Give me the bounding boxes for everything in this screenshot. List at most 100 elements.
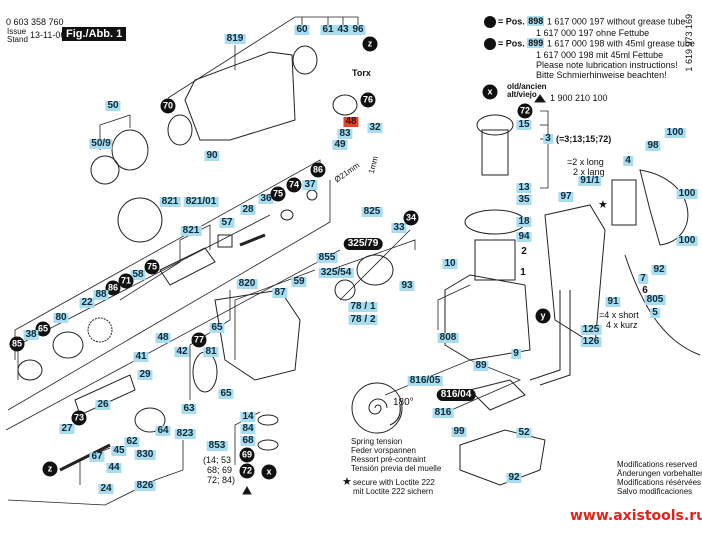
part-label-29[interactable]: 29	[137, 369, 153, 380]
part-label-72[interactable]: 72	[239, 463, 255, 479]
part-label-826[interactable]: 826	[134, 480, 156, 491]
part-label-50[interactable]: 50	[105, 100, 121, 111]
part-label-34[interactable]: 34	[403, 210, 419, 226]
part-label-15[interactable]: 15	[516, 119, 532, 130]
part-label-80[interactable]: 80	[53, 312, 69, 323]
part-label-67[interactable]: 67	[89, 451, 105, 462]
part-label-38[interactable]: 38	[23, 329, 39, 340]
part-label-4[interactable]: 4	[623, 155, 633, 166]
part-label-27[interactable]: 27	[59, 423, 75, 434]
part-label-819[interactable]: 819	[224, 33, 246, 44]
part-label-72[interactable]: 72	[517, 103, 533, 119]
part-label-36[interactable]: 36	[258, 193, 274, 204]
part-label-88[interactable]: 88	[93, 289, 109, 300]
part-label-24[interactable]: 24	[98, 483, 114, 494]
part-label-89[interactable]: 89	[473, 360, 489, 371]
part-label-78-2[interactable]: 78 / 2	[348, 314, 378, 325]
part-label-94[interactable]: 94	[516, 231, 532, 242]
part-label-68[interactable]: 68	[240, 435, 256, 446]
part-label-x[interactable]: x	[482, 84, 498, 100]
part-label-853[interactable]: 853	[206, 440, 228, 451]
part-label-86[interactable]: 86	[105, 280, 121, 296]
part-label-18[interactable]: 18	[516, 216, 532, 227]
part-label-808[interactable]: 808	[437, 332, 459, 343]
part-label-52[interactable]: 52	[516, 427, 532, 438]
part-label-825[interactable]: 825	[361, 206, 383, 217]
part-label-57[interactable]: 57	[219, 217, 235, 228]
part-label-96[interactable]: 96	[350, 24, 366, 35]
part-label-45[interactable]: 45	[111, 445, 127, 456]
part-label-33[interactable]: 33	[391, 222, 407, 233]
part-label-100[interactable]: 100	[676, 188, 698, 199]
part-label-41[interactable]: 41	[133, 351, 149, 362]
part-label-48[interactable]: 48	[343, 116, 359, 127]
part-label-91-1[interactable]: 91/1	[578, 175, 602, 186]
part-label-816[interactable]: 816	[432, 407, 454, 418]
part-label-86[interactable]: 86	[310, 162, 326, 178]
part-label-81[interactable]: 81	[203, 346, 219, 357]
part-label-74[interactable]: 74	[286, 177, 302, 193]
part-label-44[interactable]: 44	[106, 462, 122, 473]
part-label-48[interactable]: 48	[155, 332, 171, 343]
part-label-50-9[interactable]: 50/9	[89, 138, 113, 149]
part-label-64[interactable]: 64	[155, 425, 171, 436]
part-label-99[interactable]: 99	[451, 426, 467, 437]
part-label-90[interactable]: 90	[204, 150, 220, 161]
part-label-97[interactable]: 97	[558, 191, 574, 202]
part-label-5[interactable]: 5	[650, 307, 660, 318]
part-label-84[interactable]: 84	[240, 423, 256, 434]
part-label-59[interactable]: 59	[291, 276, 307, 287]
part-label-60[interactable]: 60	[294, 24, 310, 35]
part-label-13[interactable]: 13	[516, 182, 532, 193]
part-label-77[interactable]: 77	[191, 332, 207, 348]
part-label-14[interactable]: 14	[240, 411, 256, 422]
part-label-61[interactable]: 61	[320, 24, 336, 35]
part-label-76[interactable]: 76	[360, 92, 376, 108]
part-label-98[interactable]: 98	[645, 140, 661, 151]
part-label-85[interactable]: 85	[9, 336, 25, 352]
part-label-91[interactable]: 91	[605, 296, 621, 307]
part-label-35[interactable]: 35	[516, 194, 532, 205]
part-label-63[interactable]: 63	[181, 403, 197, 414]
part-label-z[interactable]: z	[42, 461, 58, 477]
part-label-816-05[interactable]: 816/05	[407, 375, 443, 386]
part-label-855[interactable]: 855	[316, 252, 338, 263]
part-label-26[interactable]: 26	[95, 399, 111, 410]
part-label-6[interactable]: 6	[642, 285, 648, 296]
part-label-71[interactable]: 71	[118, 273, 134, 289]
part-label-830[interactable]: 830	[134, 449, 156, 460]
part-label-816-04[interactable]: 816/04	[436, 389, 476, 401]
part-label-65[interactable]: 65	[218, 388, 234, 399]
part-label-92[interactable]: 92	[651, 264, 667, 275]
part-label-7[interactable]: 7	[638, 273, 648, 284]
part-label-100[interactable]: 100	[664, 127, 686, 138]
part-label-325-54[interactable]: 325/54	[318, 267, 354, 278]
part-label-42[interactable]: 42	[174, 346, 190, 357]
part-label-43[interactable]: 43	[335, 24, 351, 35]
part-label-87[interactable]: 87	[272, 287, 288, 298]
part-label-y[interactable]: y	[535, 308, 551, 324]
part-label-92[interactable]: 92	[506, 472, 522, 483]
part-label-9[interactable]: 9	[511, 348, 521, 359]
part-label-821[interactable]: 821	[159, 196, 181, 207]
part-label-805[interactable]: 805	[644, 294, 666, 305]
website-link[interactable]: www.axistools.ru	[570, 508, 702, 524]
part-label-28[interactable]: 28	[240, 204, 256, 215]
part-label-78-1[interactable]: 78 / 1	[348, 301, 378, 312]
part-label-65[interactable]: 65	[209, 322, 225, 333]
part-label-93[interactable]: 93	[399, 280, 415, 291]
part-label-75[interactable]: 75	[270, 186, 286, 202]
part-label-100[interactable]: 100	[676, 235, 698, 246]
part-label-65[interactable]: 65	[35, 321, 51, 337]
part-label-10[interactable]: 10	[442, 258, 458, 269]
part-label-3[interactable]: 3	[543, 133, 553, 144]
part-label-75[interactable]: 75	[144, 259, 160, 275]
part-label-126[interactable]: 126	[580, 336, 602, 347]
part-label-2[interactable]: 2	[521, 246, 527, 257]
part-label-1[interactable]: 1	[520, 267, 526, 278]
part-label-325-79[interactable]: 325/79	[343, 238, 383, 250]
part-label-32[interactable]: 32	[367, 122, 383, 133]
part-label-x[interactable]: x	[261, 464, 277, 480]
part-label-62[interactable]: 62	[124, 436, 140, 447]
part-label-49[interactable]: 49	[332, 139, 348, 150]
